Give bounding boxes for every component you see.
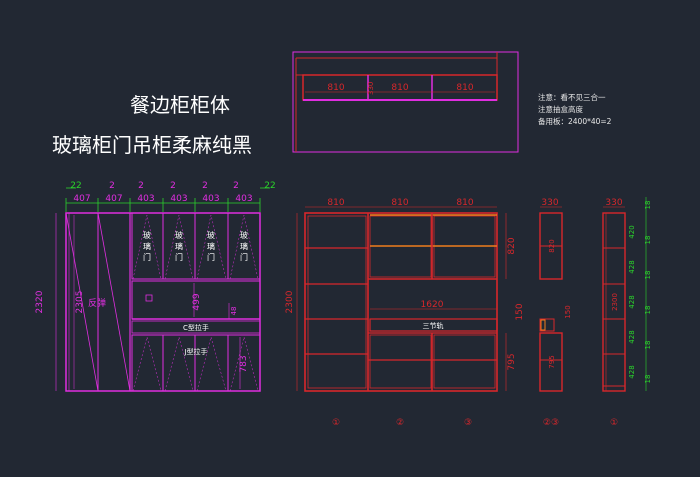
side2-shelf-2: 420	[628, 225, 636, 238]
width-dim-6: 403	[235, 194, 252, 204]
glass-door-4-c3: 门	[240, 252, 248, 262]
width-dim-3: 403	[137, 194, 154, 204]
side2-total: 2300	[611, 293, 619, 311]
glass-door-2-c1: 玻	[175, 230, 183, 240]
glass-door-2-c3: 门	[175, 252, 183, 262]
glass-door-4-c2: 璃	[240, 241, 248, 251]
top-side-dim: 330	[367, 82, 375, 95]
lower-height-dim: 795	[507, 353, 517, 370]
note-line-1: 注意：看不见三合一	[538, 92, 606, 102]
top-cabinet-plan: 810 810 810 330	[292, 51, 519, 153]
title-line-2: 玻璃柜门吊柜柔麻纯黑	[52, 133, 252, 157]
gap-dim-2: 2	[138, 181, 144, 191]
side2-shelf-1: 18	[644, 201, 652, 210]
door-height-dim: 2305	[75, 291, 85, 314]
note-line-3: 备用板：2400*40=2	[538, 116, 612, 126]
front-view: 22 22 2 2 2 2 2 407 407 403 403 403 403	[35, 181, 276, 392]
side1-gap: 150	[564, 305, 572, 318]
side2-shelf-3: 18	[644, 236, 652, 245]
width-dim-5: 403	[202, 194, 219, 204]
side2-label: ①	[610, 418, 618, 428]
edge-dim-right: 22	[264, 181, 275, 191]
reverse-label: 反弹	[88, 297, 106, 309]
inside-width-2: 810	[391, 198, 408, 208]
gap-dim-5: 2	[233, 181, 239, 191]
side2-shelf-7: 18	[644, 306, 652, 315]
opening-width-dim: 1620	[421, 300, 444, 310]
side2-depth: 330	[605, 198, 622, 208]
inside-height-dim: 2300	[285, 290, 295, 313]
gap-dim-1: 2	[109, 181, 115, 191]
side2-shelf-10: 428	[628, 365, 636, 378]
edge-dim-left: 22	[70, 181, 81, 191]
bottom-height-dim: 783	[239, 355, 249, 372]
label-circle-2: ②	[396, 418, 404, 428]
side1-lower: 795	[548, 355, 556, 368]
inside-view: 810 810 810 1620 三节轨 820 150	[285, 198, 525, 428]
glass-door-4-c1: 玻	[240, 230, 248, 240]
glass-door-1-c3: 门	[143, 252, 151, 262]
note-line-2: 注意抽盒高度	[538, 104, 583, 114]
mid-height-dim: 499	[192, 293, 202, 310]
side-view-1: 330 820 150 795 ②③	[539, 198, 572, 428]
upper-height-dim: 820	[507, 237, 517, 254]
gap-dim-4: 2	[202, 181, 208, 191]
top-width-3: 810	[456, 83, 473, 93]
side2-shelf-8: 428	[628, 330, 636, 343]
total-height-dim: 2320	[35, 290, 45, 313]
side1-label: ②③	[543, 418, 559, 428]
inside-width-1: 810	[327, 198, 344, 208]
glass-door-3-c3: 门	[207, 252, 215, 262]
side2-shelf-5: 18	[644, 271, 652, 280]
glass-door-1-c1: 玻	[143, 230, 151, 240]
gap-dim-3: 2	[170, 181, 176, 191]
gap-height-dim: 150	[515, 303, 525, 320]
handle-j-label: J型拉手	[183, 347, 207, 356]
rail-label: 三节轨	[423, 321, 444, 330]
inside-width-3: 810	[456, 198, 473, 208]
small-height-dim: 48	[230, 307, 238, 316]
side1-depth: 330	[541, 198, 558, 208]
width-dim-1: 407	[73, 194, 90, 204]
top-width-1: 810	[327, 83, 344, 93]
glass-door-3-c1: 玻	[207, 230, 215, 240]
side2-shelf-4: 428	[628, 260, 636, 273]
side-view-2: 330 2300 18 420 18 428 18 428 18 428 18 …	[602, 197, 652, 428]
glass-door-2-c2: 璃	[175, 241, 183, 251]
side2-shelf-9: 18	[644, 341, 652, 350]
glass-door-1-c2: 璃	[143, 241, 151, 251]
top-width-2: 810	[391, 83, 408, 93]
label-circle-3: ③	[464, 418, 472, 428]
side1-upper: 820	[548, 239, 556, 252]
width-dim-2: 407	[105, 194, 122, 204]
title-line-1: 餐边柜柜体	[130, 93, 230, 117]
side2-shelf-11: 18	[644, 375, 652, 384]
side2-shelf-6: 428	[628, 295, 636, 308]
label-circle-1: ①	[332, 418, 340, 428]
handle-c-label: C型拉手	[183, 323, 209, 332]
glass-door-3-c2: 璃	[207, 241, 215, 251]
width-dim-4: 403	[170, 194, 187, 204]
